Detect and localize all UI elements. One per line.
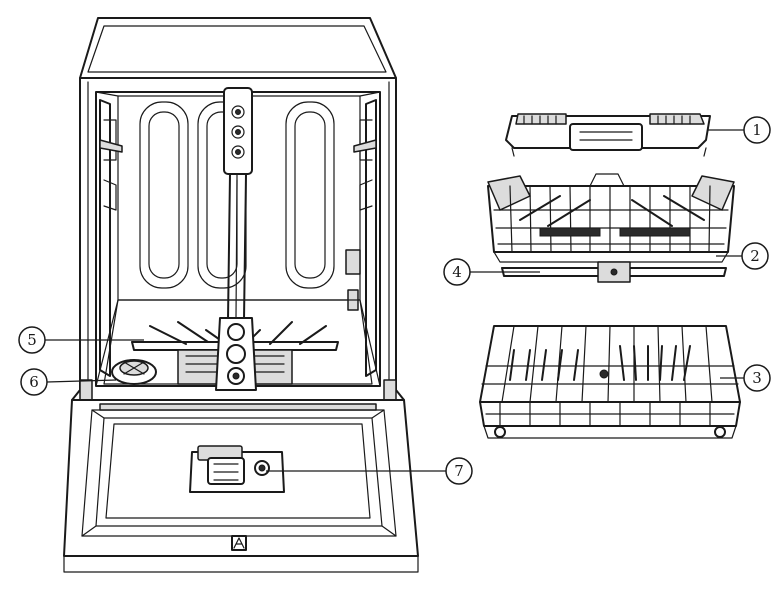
callout-4-label: 4 <box>452 263 462 281</box>
salt-container-cap <box>111 359 157 385</box>
callout-7-label: 7 <box>454 462 464 480</box>
callout-1-label: 1 <box>752 121 762 139</box>
callout-5: 5 <box>18 326 46 354</box>
callout-1: 1 <box>743 116 771 144</box>
callout-3-label: 3 <box>752 369 762 387</box>
cabinet-right-wall <box>395 77 405 401</box>
door-latch-icon <box>231 535 247 551</box>
dishwasher-body <box>71 17 405 409</box>
right-rack-rail <box>345 99 377 377</box>
upper-basket <box>487 173 735 263</box>
cabinet-left-wall <box>71 77 81 401</box>
upper-spray-arm <box>501 261 727 283</box>
tub-floor <box>103 299 373 385</box>
door <box>63 399 419 573</box>
filter-assembly <box>177 317 293 391</box>
top-panel <box>79 17 397 79</box>
detergent-dispenser <box>189 445 285 493</box>
leader-lines <box>45 129 744 472</box>
left-rack-rail <box>99 99 123 377</box>
callout-3: 3 <box>743 364 771 392</box>
callout-6: 6 <box>20 368 48 396</box>
callout-2-label: 2 <box>750 247 760 265</box>
callout-7: 7 <box>445 457 473 485</box>
callout-2: 2 <box>741 242 769 270</box>
lower-basket <box>479 325 741 439</box>
callout-4: 4 <box>443 258 471 286</box>
cutlery-tray <box>505 113 711 157</box>
callout-6-label: 6 <box>29 373 39 391</box>
water-supply-pipe <box>223 87 253 321</box>
callout-5-label: 5 <box>27 331 37 349</box>
